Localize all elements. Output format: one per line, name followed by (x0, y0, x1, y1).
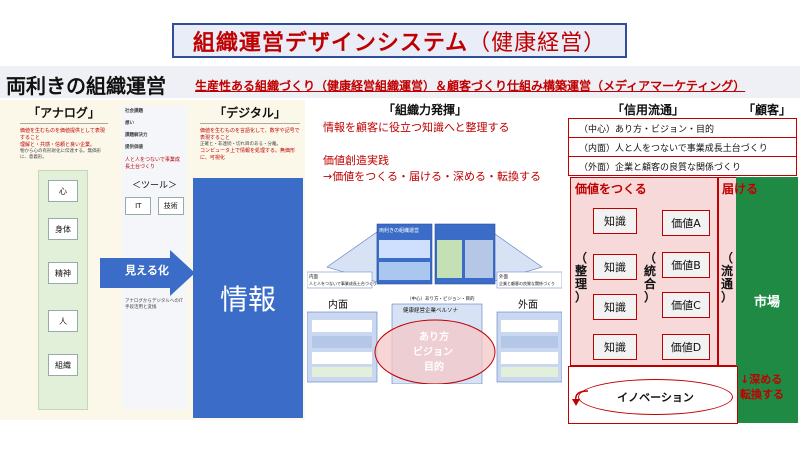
seiri-char: ） (574, 290, 587, 304)
org-line-3: →価値をつくる・届ける・深める・転換する (323, 170, 541, 183)
mieru-label: 見える化 (125, 264, 169, 277)
knowledge-box: 知識 (593, 294, 637, 320)
analog-red-2: 理解と・共感・信頼と良い企業。 (20, 142, 96, 148)
seiri-char: 理 (574, 277, 587, 291)
analog-item: 精神 (48, 262, 78, 284)
mieru-arrow-icon (100, 250, 195, 296)
org-power-title: 「組織力発揮」 (383, 103, 468, 117)
analog-column: 「アナログ」 価値を生むものを価値提供として表現すること 理解と・共感・信頼と良… (20, 104, 108, 412)
diagram-left-box: 両利きの組織運営 (379, 227, 419, 234)
mid-item: 提供価値 (125, 145, 143, 150)
value-box: 価値D (662, 334, 710, 360)
deepen-text: ↓深める (740, 373, 783, 386)
market-block: 市場 (736, 177, 798, 423)
digital-title: 「デジタル」 (200, 104, 300, 124)
digital-column: 「デジタル」 価値を生むものを言語化して、数字や記号で表現すること 正確と・非連… (200, 104, 300, 176)
seiri-char: 整 (574, 264, 587, 278)
tougou-char: 統 (643, 264, 656, 278)
mid-bottom-note: アナログからデジタルへのIT手段活用と変換 (125, 299, 183, 310)
digital-red: 価値を生むものを言語化して、数字や記号で表現すること (200, 128, 300, 141)
tagline: 生産性ある組織づくり（健康経営組織運営）＆顧客づくり仕組み構築運営（メディアマー… (195, 79, 746, 93)
oval-line-2: ビジョン (413, 345, 453, 358)
ryutsu-vertical: （ 流 通 ） (720, 252, 734, 304)
analog-item: 組織 (48, 354, 78, 376)
diagram-center-bottom: 健康経営企業ペルソナ (403, 306, 459, 314)
tool-tech: 技術 (157, 197, 184, 215)
trust-flow-title: 「信用流通」 (612, 103, 685, 117)
analog-item: 心 (48, 180, 78, 202)
cycle-arrow-icon (572, 390, 589, 406)
mid-item: 社会課題 (125, 109, 143, 114)
customer-title: 「顧客」 (743, 103, 792, 117)
inner-label: 内面 (328, 300, 348, 311)
mid-item: 想い (125, 121, 134, 126)
seiri-vertical: （ 整 理 ） (574, 252, 588, 304)
knowledge-box: 知識 (593, 334, 637, 360)
digital-small: 正確と・非連続・切れ目のある・分離。 (200, 142, 281, 147)
ryutsu-char: （ (720, 251, 733, 265)
tool-label: ＜ツール＞ (131, 181, 177, 191)
deepen-label: ↓深める 転換する (740, 372, 800, 402)
ryutsu-char: 流 (720, 264, 733, 278)
org-line-1: 情報を顧客に役立つ知識へと整理する (323, 121, 510, 134)
value-create-title: 価値をつくる (575, 182, 647, 196)
tougou-char: ） (643, 290, 656, 304)
title-main: 組織運営デザインシステム (192, 30, 469, 56)
pillar-outer: （外面）企業と顧客の良質な関係づくり (579, 163, 742, 173)
page-title: 組織運営デザインシステム（健康経営） (172, 23, 627, 58)
diagram-center-mid: （中心）あり方・ビジョン・目的 (407, 295, 475, 302)
knowledge-box: 知識 (593, 254, 637, 280)
section-heading: 両利きの組織運営 (6, 74, 166, 98)
diagram-inner-small: 人と人をつないで事業成長土台づくり (309, 280, 377, 286)
title-paren: （健康経営） (468, 30, 607, 56)
analog-title: 「アナログ」 (20, 104, 108, 124)
org-mini-diagram: 健康経営による生産性向上 両利きの組織運営 内面 人と人をつないで事業成長土台づ… (307, 216, 562, 384)
tougou-vertical: （ 統 合 ） (643, 252, 657, 304)
value-box: 価値B (662, 252, 710, 278)
diagram-center-top: 健康経営による生産性向上 (437, 216, 503, 224)
analog-red-1: 価値を生むものを価値提供として表現すること (20, 128, 105, 141)
pillar-center: （中心）あり方・ビジョン・目的 (569, 119, 796, 138)
seiri-char: （ (574, 251, 587, 265)
ryutsu-char: 通 (720, 277, 733, 291)
analog-item: 人 (48, 310, 78, 332)
value-box: 価値A (662, 210, 710, 236)
innovation-oval: イノベーション (578, 379, 733, 415)
tool-it: IT (125, 197, 152, 215)
oval-line-3: 目的 (424, 360, 444, 373)
convert-text: 転換する (740, 388, 784, 401)
pillars-box: （中心）あり方・ビジョン・目的 （内面）人と人をつないで事業成長土台づくり （外… (568, 118, 797, 176)
diagram-outer-small: 企業と顧客の良質な関係づくり (499, 280, 555, 286)
knowledge-box: 知識 (593, 208, 637, 234)
deliver-title: 届ける (722, 182, 759, 196)
mid-red: 人と人をつないで事業成長土台づくり (125, 157, 180, 170)
subheading-bar (0, 66, 800, 98)
org-line-2: 価値創造実践 (323, 154, 389, 167)
diagram-inner-label: 内面 (309, 273, 318, 280)
ryutsu-char: ） (720, 290, 733, 304)
oval-line-1: あり方 (419, 330, 449, 343)
info-block: 情報 (193, 178, 303, 418)
tougou-char: （ (643, 251, 656, 265)
pillar-inner: （内面）人と人をつないで事業成長土台づくり (569, 138, 796, 157)
diagram-outer-label: 外面 (499, 273, 508, 280)
value-box: 価値C (662, 292, 710, 318)
digital-red-2: コンピュータ上で情報を処理する。無価形に、可視化 (200, 148, 296, 161)
mid-item: 課題解決力 (125, 133, 148, 138)
analog-item: 身体 (48, 218, 78, 240)
analog-small: 物から心の有形財化に伝達する。無価形に、意義形。 (20, 149, 101, 160)
tougou-char: 合 (643, 277, 656, 291)
outer-label: 外面 (518, 300, 538, 311)
